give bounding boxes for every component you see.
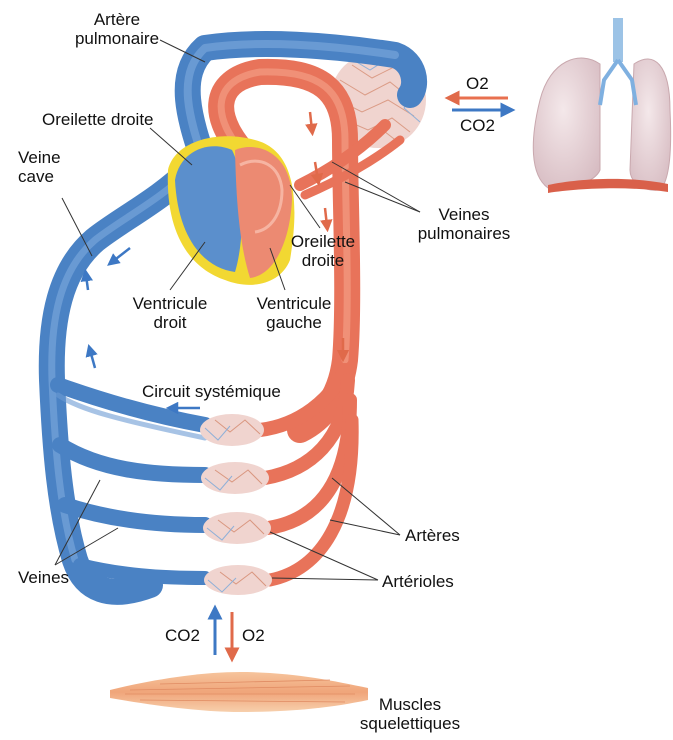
label-veine-cave: Veine cave <box>18 148 61 186</box>
label-oreillette-droite: Oreilette droite <box>42 110 154 129</box>
muscle-co2-label: CO2 <box>165 626 200 645</box>
lung-gas-arrows <box>452 98 508 110</box>
systemic-capillaries <box>200 414 272 595</box>
label-veines-pulmonaires: Veines pulmonaires <box>404 205 524 243</box>
label-ventricule-droit: Ventricule droit <box>120 294 220 332</box>
label-oreillette-droite-2: Oreilette droite <box>283 232 363 270</box>
lung-co2-label: CO2 <box>460 116 495 135</box>
muscle-gas-arrows <box>215 612 232 655</box>
label-artere-pulmonaire: Artère pulmonaire <box>62 10 172 48</box>
label-ventricule-gauche: Ventricule gauche <box>244 294 344 332</box>
label-muscles-squelettiques: Muscles squelettiques <box>350 695 470 733</box>
label-arterioles: Artérioles <box>382 572 454 591</box>
lung-o2-label: O2 <box>466 74 489 93</box>
label-circuit-systemique: Circuit systémique <box>142 382 281 401</box>
skeletal-muscle <box>110 672 368 712</box>
label-arteres: Artères <box>405 526 460 545</box>
label-veines: Veines <box>18 568 69 587</box>
lungs <box>533 18 670 193</box>
muscle-o2-label: O2 <box>242 626 265 645</box>
